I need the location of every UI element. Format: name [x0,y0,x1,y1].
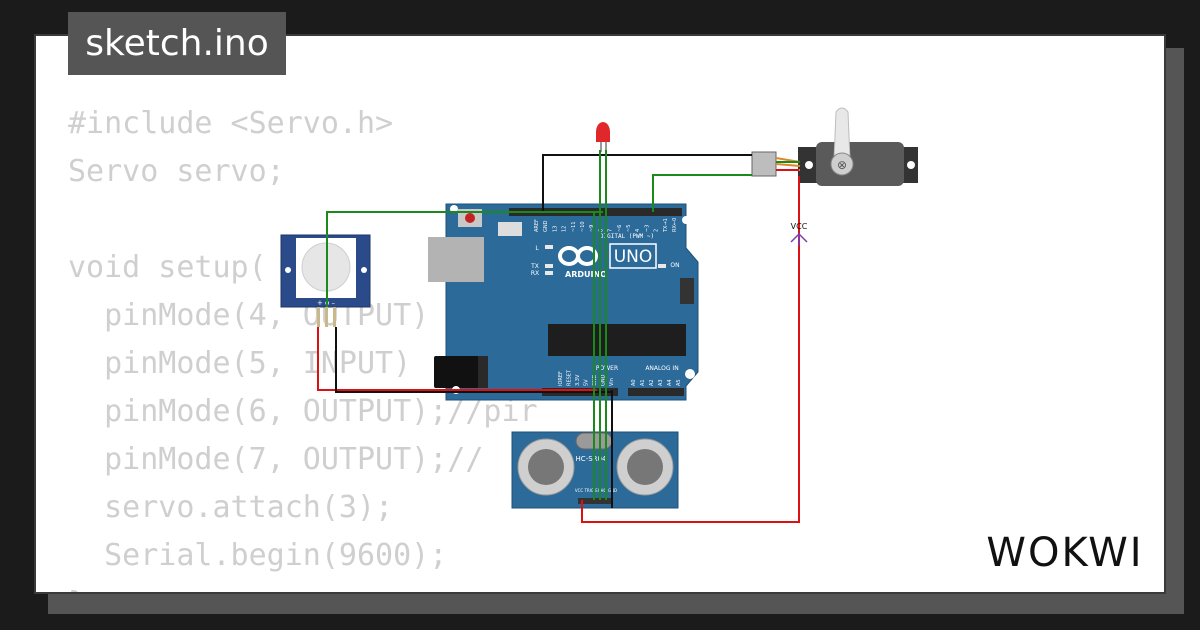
board-brand: ARDUINO [565,270,607,279]
pin-label: ~10 [580,221,586,232]
pin-label: GND [543,220,549,232]
board-model: UNO [614,247,653,267]
wires [317,150,800,523]
red-led [596,122,610,152]
pin-label: 12 [562,226,568,232]
pin-label: 3.3V [575,374,581,386]
pir-sensor: + o – [280,234,371,327]
servo-horn[interactable] [833,107,851,161]
pin-label: ~6 [617,225,623,232]
code-line: pinMode(7, OUTPUT);// [68,442,484,477]
usb-port [428,237,484,282]
pin-label: A1 [640,379,646,386]
pin-label: RX←0 [672,218,678,232]
pin-label: A3 [658,379,664,386]
analog-header-strip [628,388,684,396]
pin-label: IOREF [558,371,564,386]
code-line: void setup( [68,250,267,285]
pin-label: AREF [534,219,540,232]
pin-label: 13 [552,226,558,232]
wokwi-logo-text: WOKWI [986,530,1143,576]
pin-label: TX→1 [663,218,669,233]
pin-label: 2 [654,229,660,232]
pin-label: GND [601,374,607,386]
pin-label: ~3 [644,225,650,232]
vcc-marker: VCC [790,222,808,246]
pin-label: ~11 [571,221,577,232]
code-line: pinMode(5, INPUT) [68,346,412,381]
digital-header-label: DIGITAL (PWM ~) [600,233,654,240]
rx-led-label: RX [531,270,539,277]
hc-sr04-label: HC-SR04 [576,455,607,463]
analog-header-label: ANALOG IN [645,365,678,372]
file-tab[interactable]: sketch.ino [68,12,286,75]
vcc-label: VCC [791,222,808,231]
pin-label: ~5 [626,225,632,232]
file-tab-label: sketch.ino [85,23,269,64]
pin-label: ~9 [589,225,595,232]
arduino-uno-board: UNO ARDUINO DIGITAL (PWM ~) POWER ANALOG… [428,203,699,401]
pin-label: A4 [667,379,673,386]
power-jack [434,356,484,388]
pin-label: A5 [676,379,682,386]
servo-screw-icon: ⊗ [837,158,847,172]
pin-label: RESET [567,369,573,386]
code-line: } [68,580,538,592]
pin-label: 7 [608,229,614,232]
hc-sr04-pin-labels: VCC TRIG ECHO GND [575,488,617,493]
servo-motor: ⊗ [751,107,918,186]
code-preview: #include <Servo.h> Servo servo; void setup… [68,100,538,592]
code-line: pinMode(6, OUTPUT);//pir [68,394,538,429]
atmega-chip [548,324,686,356]
pin-label: 4 [635,229,641,232]
code-line: Serial.begin(9600); [68,538,448,573]
pin-label: Vin [609,378,615,386]
code-line: #include <Servo.h> [68,106,394,141]
arduino-infinity-logo [558,246,598,266]
on-led-label: ON [670,262,679,269]
pin-label: 8 [598,229,604,232]
tx-led-label: TX [530,263,539,270]
pin-label: A0 [631,379,637,386]
wokwi-logo: WOKWI [986,530,1143,576]
code-line: servo.attach(3); [68,490,394,525]
pin-label: A2 [649,379,655,386]
l-led-label: L [535,245,539,252]
pin-label: 5V [584,379,590,386]
code-line: Servo servo; [68,154,285,189]
